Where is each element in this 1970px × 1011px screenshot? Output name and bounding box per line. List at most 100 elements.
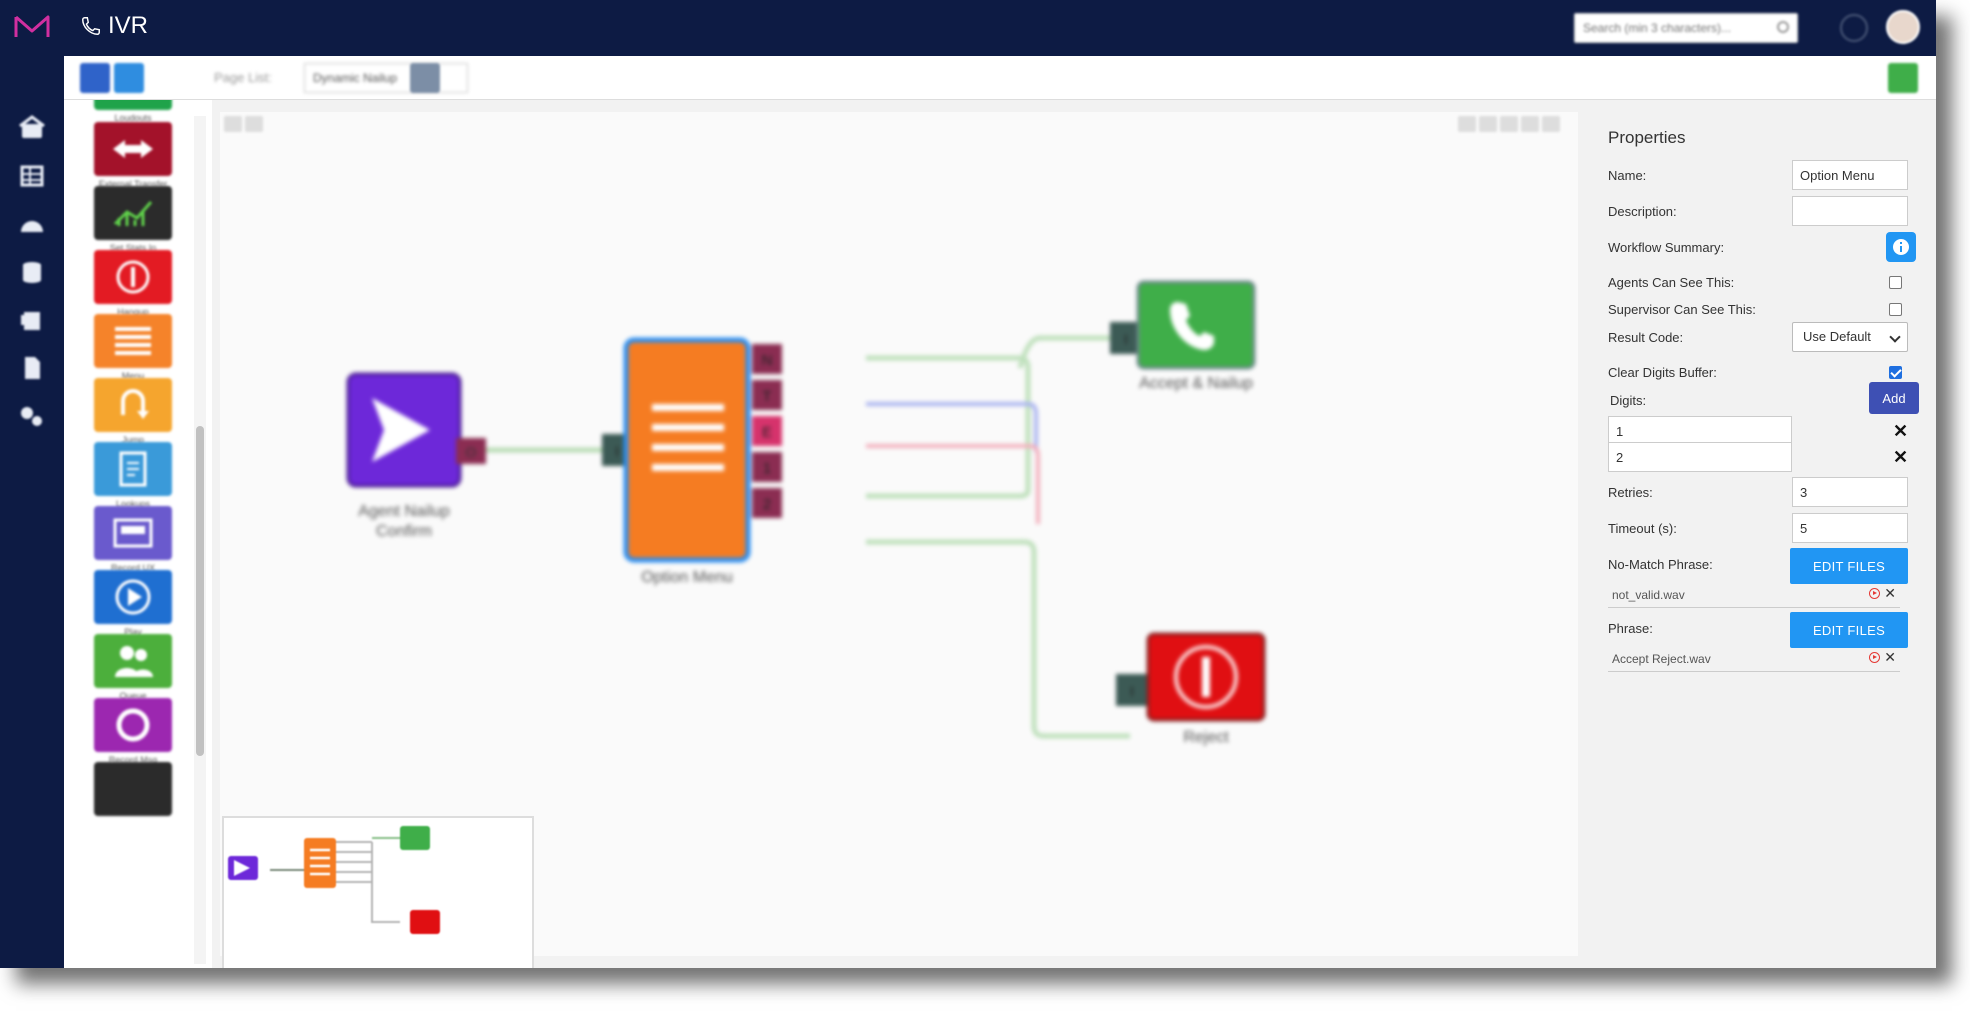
global-search[interactable] [1574, 13, 1798, 43]
zoom-in-icon[interactable] [1479, 116, 1497, 132]
node-reject[interactable]: I Reject [1116, 632, 1266, 746]
workflow-summary-button[interactable] [1886, 232, 1916, 262]
search-input[interactable] [1583, 21, 1763, 35]
copy-page-button[interactable] [114, 63, 144, 93]
nomatch-file-row: not_valid.wav ✕ [1608, 580, 1900, 608]
chart-stats-icon [94, 186, 172, 240]
add-digit-button[interactable]: Add [1869, 382, 1919, 414]
timeout-field[interactable] [1792, 513, 1908, 543]
palette-item[interactable] [94, 762, 172, 816]
app-name: IVR [108, 12, 149, 39]
node-agent-nailup-confirm[interactable]: O Agent Nailup Confirm [346, 372, 486, 540]
no-match-phrase-label: No-Match Phrase: [1608, 557, 1713, 572]
palette-scrollbar[interactable] [194, 116, 206, 964]
node-accept-nailup[interactable]: I Accept & Nailup [1110, 280, 1256, 392]
fit-icon[interactable] [224, 116, 242, 132]
palette-item[interactable]: Set Stats In [94, 186, 172, 253]
digit-field[interactable] [1608, 416, 1792, 446]
properties-panel: Properties Name: Description: Workflow S… [1588, 112, 1930, 968]
clear-digits-checkbox[interactable] [1889, 366, 1902, 379]
palette-item[interactable]: Queue [94, 634, 172, 701]
scrollbar-thumb[interactable] [196, 426, 204, 756]
name-field[interactable] [1792, 160, 1908, 190]
flow-canvas[interactable]: O Agent Nailup Confirm I N T E 1 [220, 112, 1578, 956]
palette-item[interactable]: External Transfer [94, 122, 172, 189]
palette-item[interactable]: Record UX Request [94, 506, 172, 583]
left-nav [0, 56, 64, 968]
svg-text:I: I [615, 443, 619, 459]
description-field[interactable] [1792, 196, 1908, 226]
supervisor-can-see-checkbox[interactable] [1889, 303, 1902, 316]
settings-icon[interactable] [18, 402, 46, 430]
retries-field[interactable] [1792, 477, 1908, 507]
database-icon[interactable] [18, 258, 46, 286]
properties-title: Properties [1608, 128, 1686, 147]
palette-item[interactable]: Lookups [94, 442, 172, 509]
palette-item[interactable]: Play [94, 570, 172, 637]
document-icon[interactable] [18, 354, 46, 382]
play-icon[interactable] [1869, 588, 1880, 599]
svg-text:1: 1 [763, 460, 771, 477]
filter-icon[interactable] [245, 116, 263, 132]
edit-page-button[interactable] [410, 63, 440, 93]
save-button[interactable] [1888, 63, 1918, 93]
toolbar: Page List: Dynamic Nailup [64, 56, 1936, 100]
zoom-reset-icon[interactable] [1521, 116, 1539, 132]
node-option-menu[interactable]: I N T E 1 2 Option Menu [602, 337, 782, 586]
remove-file-icon[interactable]: ✕ [1884, 649, 1896, 665]
palette-item[interactable]: Hangup [94, 250, 172, 317]
palette-item[interactable]: Jump [94, 378, 172, 445]
palette-item-label: Loudouts [114, 113, 152, 123]
edit-phrase-files-button[interactable]: EDIT FILES [1790, 612, 1908, 648]
app-title[interactable]: IVR [80, 12, 148, 40]
user-avatar[interactable] [1886, 10, 1920, 44]
zoom-tools [1458, 116, 1560, 132]
expand-icon[interactable] [1458, 116, 1476, 132]
info-icon [1893, 239, 1909, 255]
fullscreen-icon[interactable] [1542, 116, 1560, 132]
svg-text:E: E [762, 424, 772, 441]
nomatch-file-name: not_valid.wav [1612, 588, 1685, 602]
workflow-summary-label: Workflow Summary: [1608, 240, 1725, 255]
remove-digit-icon[interactable]: ✕ [1893, 447, 1909, 467]
reports-icon[interactable] [18, 306, 46, 334]
result-code-label: Result Code: [1608, 330, 1684, 345]
digit-field[interactable] [1608, 442, 1792, 472]
page-list-label: Page List: [214, 70, 272, 85]
zoom-out-icon[interactable] [1500, 116, 1518, 132]
dashboard-icon[interactable] [18, 210, 46, 238]
palette-item[interactable]: Menu [94, 314, 172, 381]
remove-file-icon[interactable]: ✕ [1884, 585, 1896, 601]
edit-nomatch-files-button[interactable]: EDIT FILES [1790, 548, 1908, 584]
loudouts-icon [94, 100, 172, 110]
palette-item-label: Hangup [117, 307, 149, 317]
canvas-minimap[interactable] [222, 816, 534, 968]
palette-item[interactable]: Record Msg [94, 698, 172, 765]
help-icon[interactable] [1840, 14, 1868, 42]
palette-item-label: Play [124, 627, 142, 637]
brand-logo-icon[interactable] [14, 13, 50, 41]
page-select[interactable]: Dynamic Nailup [304, 63, 468, 93]
result-code-select[interactable]: Use Default [1792, 322, 1908, 352]
grid-icon[interactable] [18, 162, 46, 190]
play-icon[interactable] [1869, 652, 1880, 663]
home-icon[interactable] [18, 114, 46, 142]
search-icon[interactable] [1777, 21, 1789, 33]
component-palette: Loudouts External Transfer Set Stats In … [64, 100, 212, 968]
connector-line [866, 355, 1031, 499]
timeout-label: Timeout (s): [1608, 521, 1677, 536]
new-page-button[interactable] [80, 63, 110, 93]
connector-line [866, 539, 1130, 739]
app-window: IVR Page List: Dynamic Nailup Loudouts [0, 0, 1936, 968]
remove-digit-icon[interactable]: ✕ [1893, 421, 1909, 441]
name-label: Name: [1608, 168, 1647, 183]
svg-text:N: N [762, 352, 773, 369]
palette-item-label: Queue [119, 691, 147, 701]
flow-diagram: O Agent Nailup Confirm I N T E 1 [346, 280, 1266, 746]
palette-item[interactable]: Loudouts [94, 100, 172, 123]
svg-text:I: I [1130, 683, 1134, 699]
phrase-file-row: Accept Reject.wav ✕ [1608, 644, 1900, 672]
agents-can-see-checkbox[interactable] [1889, 276, 1902, 289]
svg-text:O: O [466, 444, 477, 460]
minimap-preview [228, 826, 440, 934]
